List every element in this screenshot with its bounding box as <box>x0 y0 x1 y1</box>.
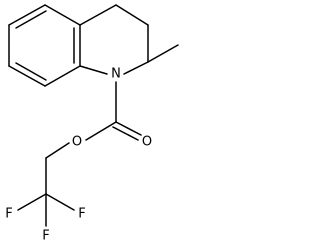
carbonyl-oxygen-label: O <box>142 135 152 150</box>
double-bond-benzene-a <box>15 10 47 29</box>
bond-benzene-1 <box>8 4 46 26</box>
bond-c-f-right <box>45 193 75 211</box>
bond-c-o-ester <box>85 121 117 141</box>
bond-benzene-4 <box>44 65 81 87</box>
bond-ring-c3 <box>115 4 149 26</box>
carbamate-group <box>85 81 142 141</box>
molecular-structure-diagram: N O O F F F <box>5 4 179 244</box>
ester-oxygen-label: O <box>72 135 82 150</box>
bond-benzene-3 <box>8 65 46 87</box>
bond-c-o-double-1 <box>115 121 142 136</box>
fluorine-right-label: F <box>78 207 85 222</box>
bond-methyl <box>147 44 179 63</box>
bond-benzene-6 <box>44 4 81 26</box>
bond-c-f-left <box>17 193 47 211</box>
bond-ring-c4 <box>79 4 117 26</box>
trifluoroethyl-group <box>17 142 75 227</box>
tetrahydro-ring <box>79 4 149 75</box>
bond-n-aryl <box>79 65 108 75</box>
fluorine-left-label: F <box>5 207 12 222</box>
fluorine-bottom-label: F <box>42 229 49 244</box>
bond-c2-n <box>123 61 149 75</box>
nitrogen-label: N <box>111 67 121 82</box>
bond-o-ch2 <box>45 142 70 159</box>
bond-c-o-double-2 <box>112 126 139 141</box>
benzene-ring <box>8 4 81 87</box>
double-bond-benzene-b <box>15 62 47 81</box>
